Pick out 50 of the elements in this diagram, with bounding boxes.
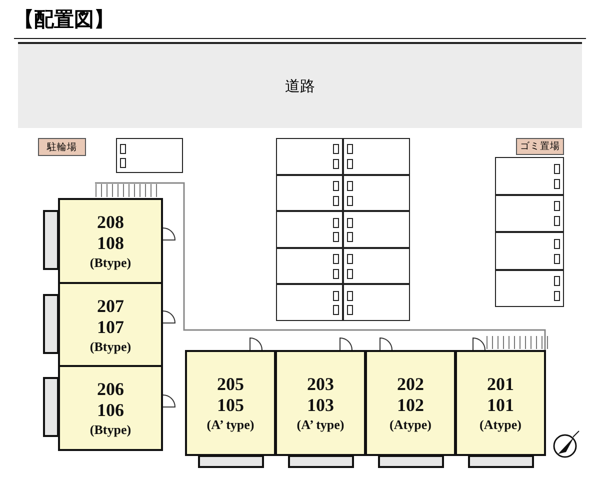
room-number: 206 — [97, 378, 124, 400]
parking-space — [495, 194, 564, 232]
parking-space — [276, 138, 343, 175]
parking-space — [343, 284, 410, 321]
road-area — [18, 42, 582, 128]
area-name: 道路 — [285, 76, 315, 96]
room-number: 106 — [97, 400, 124, 420]
room-number: 108 — [97, 232, 124, 254]
room-number: 208 — [97, 212, 124, 232]
room-type: (Atype) — [480, 416, 522, 432]
parking-space — [495, 157, 564, 194]
area-label — [516, 138, 564, 155]
parking-space — [276, 174, 343, 212]
apartment-unit — [58, 282, 163, 368]
room-number: 107 — [97, 316, 124, 338]
apartment-unit — [365, 350, 456, 456]
room-number: 203 — [307, 374, 334, 394]
room-type: (A’ type) — [296, 416, 344, 432]
room-number: 103 — [307, 394, 334, 416]
area-name: ゴミ置場 — [520, 140, 560, 153]
room-type: (A’ type) — [206, 416, 254, 432]
room-number: 201 — [487, 374, 514, 394]
room-number: 207 — [97, 296, 124, 316]
apartment-unit — [58, 365, 163, 451]
parking-space — [343, 174, 410, 212]
parking-space — [343, 211, 410, 248]
apartment-unit — [455, 350, 546, 456]
room-number: 205 — [217, 374, 244, 394]
apartment-unit — [185, 350, 276, 456]
room-type: (Atype) — [390, 416, 432, 432]
room-number: 105 — [217, 394, 244, 416]
parking-space — [276, 248, 343, 284]
parking-space — [495, 270, 564, 307]
parking-space — [276, 284, 343, 321]
parking-space — [495, 232, 564, 270]
apartment-unit — [275, 350, 366, 456]
room-type: (Btype) — [90, 420, 132, 438]
parking-space — [343, 248, 410, 284]
parking-space — [343, 138, 410, 175]
parking-space — [276, 211, 343, 248]
area-label — [38, 138, 86, 156]
room-type: (Btype) — [90, 338, 132, 354]
room-type: (Btype) — [90, 254, 132, 270]
title: 【配置図】 — [14, 6, 114, 33]
area-name: 駐輪場 — [47, 140, 77, 154]
room-number: 101 — [487, 394, 514, 416]
room-number: 102 — [397, 394, 424, 416]
apartment-unit — [58, 198, 163, 284]
parking-space — [116, 138, 183, 173]
room-number: 202 — [397, 374, 424, 394]
